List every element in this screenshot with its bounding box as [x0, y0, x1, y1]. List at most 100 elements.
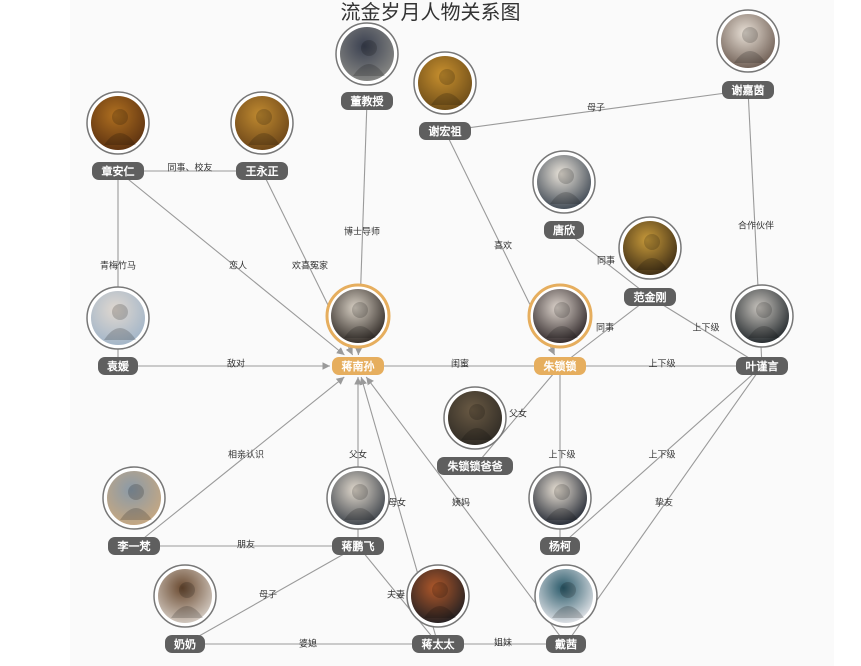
avatar-photo: [235, 96, 289, 150]
avatar-photo: [735, 289, 789, 343]
node-yejinyan[interactable]: 叶谨言: [730, 284, 794, 375]
avatar-photo: [539, 569, 593, 623]
person-icon: [112, 304, 128, 320]
node-label-badge[interactable]: [98, 357, 138, 375]
node-zhusuosuo[interactable]: 朱锁锁: [527, 283, 593, 375]
node-label-badge[interactable]: [236, 162, 288, 180]
node-jiangtaitai[interactable]: 蒋太太: [406, 564, 470, 653]
edge-label: 朋友: [237, 539, 255, 551]
node-xiehongzu[interactable]: 谢宏祖: [413, 51, 477, 140]
node-label-badge[interactable]: [736, 357, 788, 375]
person-icon: [361, 40, 377, 56]
node-label-badge[interactable]: [419, 122, 471, 140]
person-icon: [461, 428, 493, 440]
person-icon: [546, 508, 578, 520]
node-jiangpengfei[interactable]: 蒋鹏飞: [326, 466, 390, 555]
node-label-badge[interactable]: [341, 92, 393, 110]
edge-label: 同事: [597, 255, 615, 267]
edge-label: 姐妹: [494, 637, 512, 649]
node-name: 谢宏祖: [429, 124, 462, 138]
node-liyifan[interactable]: 李一梵: [102, 466, 166, 555]
node-name: 朱锁锁爸爸: [447, 459, 503, 473]
node-name: 杨柯: [549, 539, 571, 553]
person-icon: [104, 133, 136, 145]
node-label-badge[interactable]: [624, 288, 676, 306]
person-icon: [120, 508, 152, 520]
node-label-badge[interactable]: [92, 162, 144, 180]
node-xiejiaying[interactable]: 谢嘉茵: [716, 9, 780, 99]
edge-label: 挚友: [655, 497, 673, 509]
edge-label: 上下级: [548, 449, 575, 461]
avatar-photo: [158, 569, 212, 623]
node-label-badge[interactable]: [534, 357, 586, 375]
edge-zhanganren-jiangnansun: [117, 170, 345, 356]
node-label-badge[interactable]: [332, 357, 384, 375]
edge-fanjingang-zhusuosuo: [559, 296, 651, 367]
person-icon: [171, 606, 203, 618]
person-icon: [742, 27, 758, 43]
edge-label: 同事、校友: [167, 162, 212, 174]
node-fanjingang[interactable]: 范金刚: [618, 216, 682, 306]
edge-label: 夫妻: [387, 589, 405, 601]
node-wangyongzheng[interactable]: 王永正: [230, 91, 294, 180]
person-icon: [550, 192, 582, 204]
person-icon: [560, 582, 576, 598]
person-icon: [128, 484, 144, 500]
node-label-badge[interactable]: [165, 635, 205, 653]
edge-label: 上下级: [692, 322, 719, 334]
person-icon: [353, 64, 385, 76]
edge-fanjingang-yejinyan: [649, 296, 763, 367]
node-dongjiaoshou[interactable]: 董教授: [335, 22, 399, 110]
node-name: 谢嘉茵: [732, 83, 765, 97]
avatar-photo: [533, 471, 587, 525]
person-icon: [439, 69, 455, 85]
avatar-photo: [91, 96, 145, 150]
person-icon: [552, 606, 584, 618]
person-icon: [546, 326, 578, 338]
node-zhanganren[interactable]: 章安仁: [86, 91, 150, 180]
avatar-photo: [331, 289, 385, 343]
edge-label: 恋人: [229, 260, 247, 272]
edge-labels-layer: 同事、校友青梅竹马恋人欢喜冤家博士导师母子喜欢合作伙伴同事同事上下级敌对闺蜜上下…: [100, 103, 774, 650]
node-label-badge[interactable]: [332, 537, 384, 555]
node-label-badge[interactable]: [108, 537, 160, 555]
chart-title: 流金岁月人物关系图: [340, 0, 521, 24]
node-yuanyuan[interactable]: 袁媛: [86, 286, 150, 375]
edge-label: 母子: [259, 590, 277, 601]
person-icon: [179, 582, 195, 598]
edge-label: 姨妈: [452, 497, 470, 509]
edge-liyifan-jiangnansun: [133, 376, 345, 547]
node-label-badge[interactable]: [412, 635, 464, 653]
node-label-badge[interactable]: [437, 457, 513, 475]
person-icon: [432, 582, 448, 598]
avatar-photo: [623, 221, 677, 275]
edge-label: 母子: [587, 103, 605, 114]
node-daixi[interactable]: 戴茜: [534, 564, 598, 653]
avatar-photo: [331, 471, 385, 525]
node-nainai[interactable]: 奶奶: [153, 564, 217, 653]
node-label-badge[interactable]: [722, 81, 774, 99]
edge-yejinyan-yangke: [559, 365, 763, 547]
node-label-badge[interactable]: [540, 537, 580, 555]
node-label-badge[interactable]: [544, 221, 584, 239]
node-name: 戴茜: [555, 637, 577, 651]
node-name: 王永正: [246, 164, 279, 178]
node-zhubaba[interactable]: 朱锁锁爸爸: [437, 386, 513, 475]
person-icon: [344, 508, 376, 520]
node-name: 李一梵: [117, 539, 152, 553]
node-tangxin[interactable]: 唐欣: [532, 150, 596, 239]
person-icon: [104, 328, 136, 340]
node-yangke[interactable]: 杨柯: [528, 466, 592, 555]
avatar-photo: [537, 155, 591, 209]
person-icon: [112, 109, 128, 125]
edge-yejinyan-daixi: [565, 365, 763, 645]
node-name: 唐欣: [553, 223, 576, 237]
node-jiangnansun[interactable]: 蒋南孙: [325, 283, 391, 375]
person-icon: [469, 404, 485, 420]
edge-label: 敌对: [227, 358, 245, 370]
node-label-badge[interactable]: [546, 635, 586, 653]
avatar-photo: [418, 56, 472, 110]
person-icon: [352, 484, 368, 500]
person-icon: [636, 258, 668, 270]
